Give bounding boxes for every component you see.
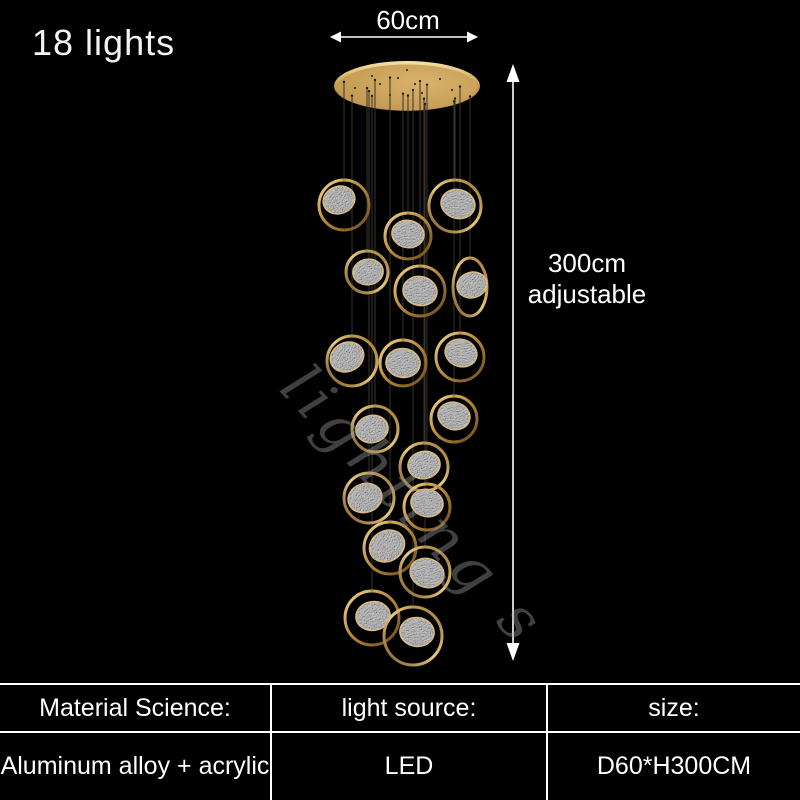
height-arrow-icon bbox=[506, 64, 520, 661]
width-arrow-icon bbox=[330, 31, 478, 43]
height-dimension-value: 300cm bbox=[547, 248, 627, 278]
lights-count-label: 18 lights bbox=[32, 22, 176, 63]
height-dimension-label: 300cm adjustable bbox=[503, 248, 671, 310]
width-dimension-label: 60cm bbox=[376, 5, 440, 35]
pendant-lights bbox=[317, 178, 489, 667]
ceiling-canopy bbox=[334, 61, 480, 111]
spec-value-light-source: LED bbox=[272, 733, 548, 800]
spec-table: Material Science: light source: size: Al… bbox=[0, 683, 800, 800]
spec-value-size: D60*H300CM bbox=[596, 752, 752, 780]
spec-value-material: Aluminum alloy + acrylic bbox=[0, 733, 272, 800]
spec-header-size: size: bbox=[548, 685, 800, 733]
spec-header-material: Material Science: bbox=[0, 685, 272, 733]
spec-header-light-source: light source: bbox=[272, 685, 548, 733]
height-dimension-note: adjustable bbox=[527, 279, 647, 309]
